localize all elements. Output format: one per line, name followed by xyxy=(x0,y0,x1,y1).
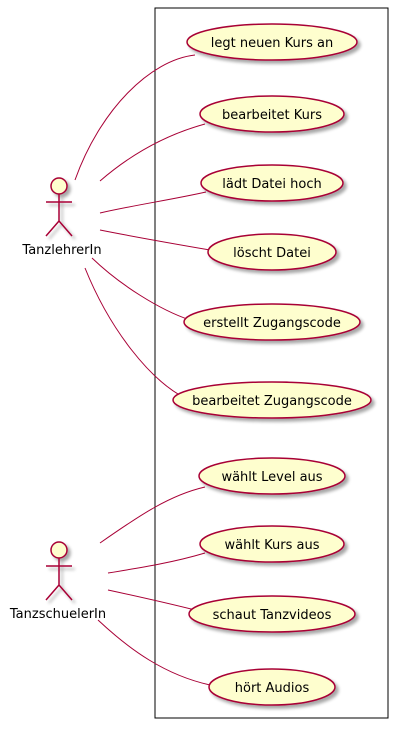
actor-head xyxy=(50,541,68,559)
use-case-laedt-datei-hoch[interactable]: lädt Datei hoch xyxy=(200,164,344,202)
association-edge xyxy=(99,123,206,182)
use-case-hoert-audios[interactable]: hört Audios xyxy=(208,668,336,706)
use-case-label: legt neuen Kurs an xyxy=(211,36,334,51)
use-case-bearbeitet-kurs[interactable]: bearbeitet Kurs xyxy=(199,95,345,133)
association-edge xyxy=(74,54,196,181)
actor-body xyxy=(45,558,73,601)
system-boundary xyxy=(154,7,389,719)
actors: TanzlehrerIn TanzschuelerIn xyxy=(9,177,106,622)
actor-head xyxy=(50,177,68,195)
association-edges xyxy=(74,54,211,686)
association-edge xyxy=(99,191,207,214)
use-case-ellipse xyxy=(186,23,358,61)
use-case-ellipse xyxy=(198,457,346,495)
use-case-label: wählt Kurs aus xyxy=(224,538,319,553)
association-edge xyxy=(107,589,196,611)
use-case-label: bearbeitet Zugangscode xyxy=(192,394,352,409)
actor-tanzschuelerin[interactable]: TanzschuelerIn xyxy=(9,541,106,622)
use-case-ellipse xyxy=(208,668,336,706)
use-case-label: löscht Datei xyxy=(233,246,311,261)
use-cases: legt neuen Kurs an bearbeitet Kurs lädt … xyxy=(172,23,372,706)
actor-label: TanzschuelerIn xyxy=(9,607,106,622)
use-case-label: wählt Level aus xyxy=(221,470,322,485)
use-case-label: erstellt Zugangscode xyxy=(203,316,341,331)
actor-tanzlehrerin[interactable]: TanzlehrerIn xyxy=(21,177,102,258)
use-case-bearbeitet-zugangscode[interactable]: bearbeitet Zugangscode xyxy=(172,381,372,419)
use-case-label: lädt Datei hoch xyxy=(222,177,321,192)
use-case-ellipse xyxy=(200,164,344,202)
use-case-waehlt-level-aus[interactable]: wählt Level aus xyxy=(198,457,346,495)
use-case-legt-neuen-kurs-an[interactable]: legt neuen Kurs an xyxy=(186,23,358,61)
use-case-ellipse xyxy=(199,95,345,133)
association-edge xyxy=(84,267,186,399)
use-case-label: schaut Tanzvideos xyxy=(213,608,332,623)
use-case-erstellt-zugangscode[interactable]: erstellt Zugangscode xyxy=(183,303,361,341)
association-edge xyxy=(97,619,211,686)
association-edge xyxy=(99,486,206,544)
use-case-ellipse xyxy=(207,233,337,271)
use-case-ellipse xyxy=(188,595,356,633)
use-case-label: bearbeitet Kurs xyxy=(222,108,322,123)
use-case-ellipse xyxy=(172,381,372,419)
use-case-waehlt-kurs-aus[interactable]: wählt Kurs aus xyxy=(199,525,345,563)
association-edge xyxy=(91,257,191,321)
actor-label: TanzlehrerIn xyxy=(21,243,101,258)
actor-body xyxy=(45,194,73,237)
use-case-schaut-tanzvideos[interactable]: schaut Tanzvideos xyxy=(188,595,356,633)
association-edge xyxy=(107,552,206,574)
association-edge xyxy=(99,229,211,251)
use-case-label: hört Audios xyxy=(235,681,310,696)
use-case-ellipse xyxy=(183,303,361,341)
use-case-loescht-datei[interactable]: löscht Datei xyxy=(207,233,337,271)
use-case-ellipse xyxy=(199,525,345,563)
